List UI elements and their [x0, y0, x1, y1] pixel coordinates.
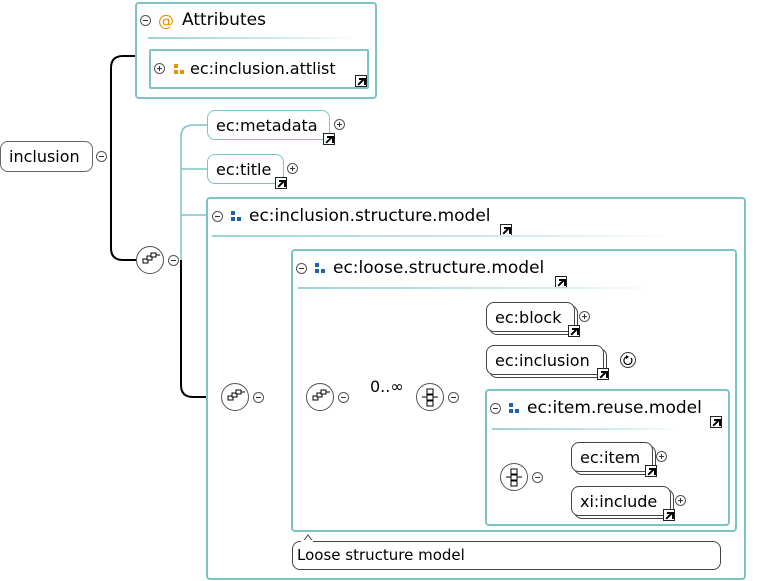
collapse-icon[interactable]: [338, 392, 349, 403]
metadata-label: ec:metadata: [216, 115, 318, 135]
element-inclusion[interactable]: ec:inclusion: [486, 345, 604, 375]
attributes-header: @ Attributes: [140, 10, 266, 30]
collapse-icon[interactable]: [448, 392, 459, 403]
sequence-glyph: [312, 389, 330, 401]
inclusion-structure-model-label: ec:inclusion.structure.model: [249, 206, 491, 226]
attlist-header: ec:inclusion.attlist: [154, 59, 336, 78]
header-divider: [492, 428, 682, 430]
item-reuse-model-header: ec:item.reuse.model: [490, 398, 702, 418]
model-group-icon: [315, 263, 325, 273]
root-label: inclusion: [9, 147, 80, 166]
tooltip-loose-structure-model: Loose structure model: [292, 541, 721, 570]
item-reuse-model-label: ec:item.reuse.model: [527, 398, 702, 418]
expand-icon[interactable]: [675, 495, 686, 506]
choice-glyph: [506, 468, 522, 487]
element-title[interactable]: ec:title: [207, 154, 284, 184]
choice-glyph: [422, 388, 438, 407]
attlist-label: ec:inclusion.attlist: [190, 59, 336, 78]
model-group-icon: [231, 211, 241, 221]
choice-icon[interactable]: [500, 463, 528, 491]
collapse-icon[interactable]: [296, 262, 307, 274]
expand-icon[interactable]: [287, 163, 298, 174]
attributes-title: Attributes: [182, 10, 266, 30]
recursion-glyph: [623, 355, 633, 366]
header-divider: [298, 287, 658, 289]
root-element-inclusion[interactable]: inclusion: [0, 141, 93, 172]
line-root-to-attributes: [110, 55, 136, 156]
reference-arrow-icon[interactable]: [323, 133, 335, 145]
expand-icon[interactable]: [656, 451, 667, 462]
attlist-row[interactable]: [149, 49, 369, 89]
cardinality-label: 0..∞: [370, 377, 404, 396]
loose-structure-model-label: ec:loose.structure.model: [333, 258, 545, 278]
item-label: ec:item: [580, 447, 641, 467]
choice-icon[interactable]: [416, 383, 444, 411]
reference-arrow-icon[interactable]: [355, 75, 367, 87]
model-group-icon: [509, 403, 519, 413]
reference-arrow-icon[interactable]: [275, 177, 287, 189]
inclusion-label: ec:inclusion: [495, 350, 590, 370]
collapse-icon[interactable]: [212, 210, 223, 222]
collapse-icon[interactable]: [168, 255, 179, 266]
element-block[interactable]: ec:block: [486, 302, 575, 332]
collapse-icon[interactable]: [490, 402, 501, 414]
sequence-glyph: [227, 389, 245, 401]
attribute-group-icon: [174, 63, 184, 74]
expand-icon[interactable]: [334, 119, 345, 130]
reference-arrow-icon[interactable]: [663, 509, 675, 521]
reference-arrow-icon[interactable]: [597, 368, 609, 380]
sequence-icon[interactable]: [221, 383, 249, 411]
expand-icon[interactable]: [579, 311, 590, 322]
element-item[interactable]: ec:item: [571, 442, 653, 472]
recursion-icon[interactable]: [620, 352, 636, 368]
xi-include-label: xi:include: [580, 491, 658, 511]
reference-arrow-icon[interactable]: [710, 416, 722, 428]
block-label: ec:block: [495, 307, 562, 327]
header-divider: [212, 235, 672, 237]
collapse-icon[interactable]: [253, 392, 264, 403]
element-xi-include[interactable]: xi:include: [571, 486, 671, 516]
sequence-icon[interactable]: [136, 246, 164, 274]
line-to-metadata: [180, 124, 207, 260]
collapse-icon[interactable]: [532, 472, 543, 483]
loose-structure-model-header: ec:loose.structure.model: [296, 258, 544, 278]
collapse-icon[interactable]: [140, 14, 151, 26]
sequence-glyph: [142, 252, 160, 264]
line-sequence-to-inner: [180, 260, 221, 398]
collapse-icon[interactable]: [96, 151, 107, 162]
element-metadata[interactable]: ec:metadata: [207, 110, 330, 140]
header-divider: [148, 37, 358, 39]
title-label: ec:title: [216, 159, 272, 179]
reference-arrow-icon[interactable]: [568, 325, 580, 337]
at-icon: @: [158, 10, 174, 30]
tooltip-text: Loose structure model: [297, 546, 465, 564]
expand-icon[interactable]: [154, 63, 165, 74]
line-root-to-sequence: [110, 156, 136, 261]
reference-arrow-icon[interactable]: [645, 465, 657, 477]
tooltip-pointer-mask: [301, 540, 313, 543]
inclusion-structure-model-header: ec:inclusion.structure.model: [212, 206, 491, 226]
sequence-icon[interactable]: [306, 383, 334, 411]
